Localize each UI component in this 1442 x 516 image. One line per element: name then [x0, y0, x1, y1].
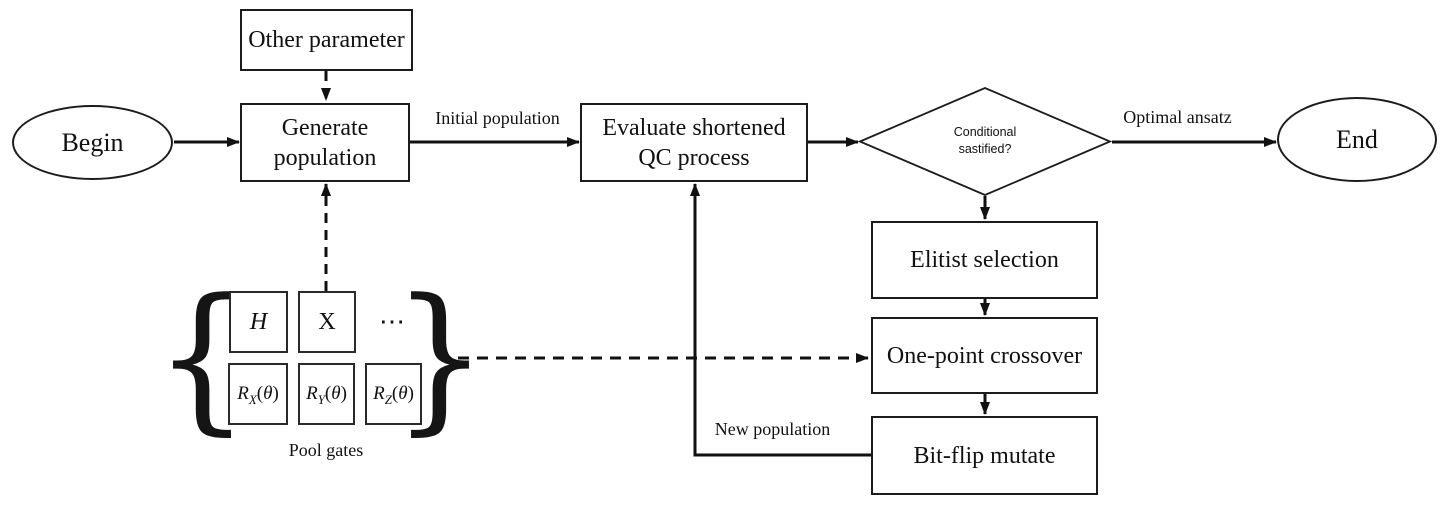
label-line: sastified? — [958, 142, 1012, 156]
node-begin: Begin — [12, 105, 173, 180]
edge-label-new-population: New population — [714, 419, 831, 439]
node-conditional-label: Conditional sastified? — [900, 124, 1070, 158]
pool-brace-right: } — [392, 265, 488, 451]
label-line: Generate — [281, 114, 369, 141]
paren-close: ) — [407, 383, 414, 404]
gate-base: R — [237, 383, 249, 404]
pool-brace-left: { — [154, 265, 250, 451]
gate-x-label: X — [318, 308, 336, 335]
node-evaluate-qc: Evaluate shortened QC process — [580, 103, 808, 182]
gate-h: H — [229, 291, 288, 353]
node-one-point-crossover: One-point crossover — [871, 317, 1098, 394]
paren-close: ) — [340, 383, 347, 404]
gate-h-label: H — [249, 308, 268, 335]
gate-subscript: Y — [317, 391, 325, 407]
gate-subscript: X — [248, 391, 257, 407]
paren-open: ( — [391, 383, 399, 404]
node-begin-label: Begin — [61, 127, 124, 157]
gate-base: R — [306, 383, 318, 404]
paren-open: ( — [324, 383, 332, 404]
node-generate-population-label: Generate population — [274, 113, 377, 173]
node-elitist-selection-label: Elitist selection — [910, 247, 1059, 273]
label-line: Evaluate shortened — [602, 114, 786, 141]
label-line: QC process — [638, 144, 750, 171]
arrow-mutate-feedback-to-evaluate — [690, 183, 871, 457]
node-end: End — [1277, 97, 1437, 182]
decision-diamond — [857, 87, 1113, 196]
gate-rz-label: RZ(θ) — [373, 383, 414, 407]
gate-ry: RY(θ) — [298, 363, 355, 425]
gate-rz: RZ(θ) — [365, 363, 422, 425]
node-bit-flip-mutate-label: Bit-flip mutate — [913, 442, 1056, 469]
gate-ry-label: RY(θ) — [306, 383, 347, 407]
edge-label-optimal-ansatz: Optimal ansatz — [1123, 107, 1232, 127]
paren-close: ) — [272, 383, 279, 404]
node-other-parameter-label: Other parameter — [248, 27, 405, 53]
gate-base: R — [373, 383, 385, 404]
node-other-parameter: Other parameter — [240, 9, 413, 71]
node-generate-population: Generate population — [240, 103, 410, 182]
edge-label-initial-population: Initial population — [435, 108, 560, 128]
node-evaluate-qc-label: Evaluate shortened QC process — [602, 113, 785, 173]
gate-arg: θ — [398, 383, 408, 404]
gate-arg: θ — [331, 383, 341, 404]
node-elitist-selection: Elitist selection — [871, 221, 1098, 299]
gate-x: X — [298, 291, 356, 353]
gate-rx-label: RX(θ) — [237, 383, 279, 407]
node-end-label: End — [1336, 124, 1378, 154]
pool-caption: Pool gates — [288, 440, 364, 460]
gate-rx: RX(θ) — [228, 363, 288, 425]
paren-open: ( — [256, 383, 264, 404]
node-one-point-crossover-label: One-point crossover — [886, 342, 1083, 369]
gate-subscript: Z — [384, 391, 392, 407]
label-line: population — [273, 144, 377, 171]
pool-ellipsis: ⋯ — [379, 307, 407, 336]
label-line: Conditional — [953, 125, 1017, 139]
gate-arg: θ — [263, 383, 273, 404]
node-bit-flip-mutate: Bit-flip mutate — [871, 416, 1098, 495]
